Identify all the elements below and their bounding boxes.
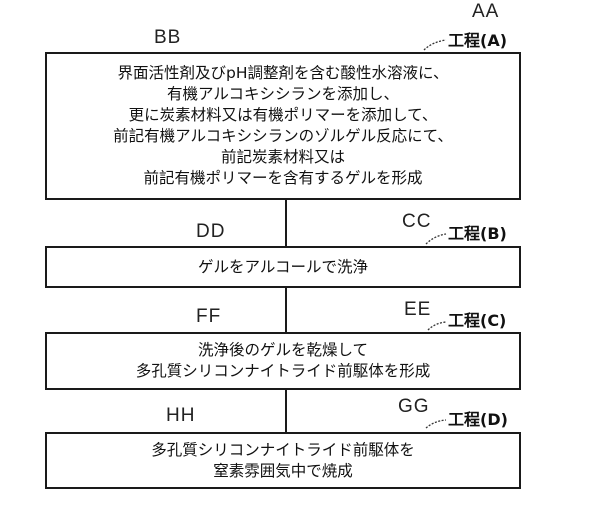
step-a-line-1: 界面活性剤及びpH調整剤を含む酸性水溶液に、 xyxy=(117,64,449,82)
step-a-line-4: 前記有機アルコキシシランのゾルゲル反応にて、 xyxy=(113,127,453,145)
step-label-c: 工程(C) xyxy=(448,311,507,330)
step-a-line-6: 前記有機ポリマーを含有するゲルを形成 xyxy=(143,169,423,187)
reference-label-gg: GG xyxy=(398,396,430,417)
leader-line-icon xyxy=(425,233,447,245)
step-a-line-5: 前記炭素材料又は xyxy=(220,148,345,166)
reference-label-bb: BB xyxy=(154,27,182,48)
process-box-step-d: 多孔質シリコンナイトライド前駆体を 窒素雰囲気中で焼成 xyxy=(45,432,521,489)
process-box-step-b: ゲルをアルコールで洗浄 xyxy=(45,246,521,288)
step-c-line-2: 多孔質シリコンナイトライド前駆体を形成 xyxy=(135,362,431,380)
leader-line-icon xyxy=(423,39,447,51)
step-d-line-1: 多孔質シリコンナイトライド前駆体を xyxy=(151,440,415,459)
reference-label-cc: CC xyxy=(402,211,432,232)
connector-b-to-c xyxy=(285,288,287,332)
step-label-b: 工程(B) xyxy=(448,224,507,243)
step-c-line-1: 洗浄後のゲルを乾燥して xyxy=(197,341,369,359)
connector-c-to-d xyxy=(285,390,287,432)
process-box-step-a: 界面活性剤及びpH調整剤を含む酸性水溶液に、 有機アルコキシシランを添加し、 更… xyxy=(45,52,521,200)
reference-label-ee: EE xyxy=(404,299,432,320)
reference-label-ff: FF xyxy=(196,306,222,327)
process-box-step-c: 洗浄後のゲルを乾燥して 多孔質シリコンナイトライド前駆体を形成 xyxy=(45,332,521,390)
leader-line-icon xyxy=(425,419,447,429)
step-d-line-2: 窒素雰囲気中で焼成 xyxy=(213,461,353,480)
connector-a-to-b xyxy=(285,200,287,246)
reference-label-hh: HH xyxy=(166,405,196,426)
step-a-line-3: 更に炭素材料又は有機ポリマーを添加して、 xyxy=(128,106,438,124)
leader-line-icon xyxy=(427,321,447,331)
step-label-a: 工程(A) xyxy=(448,31,508,50)
reference-label-dd: DD xyxy=(196,221,226,242)
step-b-line-1: ゲルをアルコールで洗浄 xyxy=(197,257,369,276)
step-label-d: 工程(D) xyxy=(448,410,508,429)
step-a-line-2: 有機アルコキシシランを添加し、 xyxy=(166,85,400,103)
reference-label-aa: AA xyxy=(472,1,500,22)
